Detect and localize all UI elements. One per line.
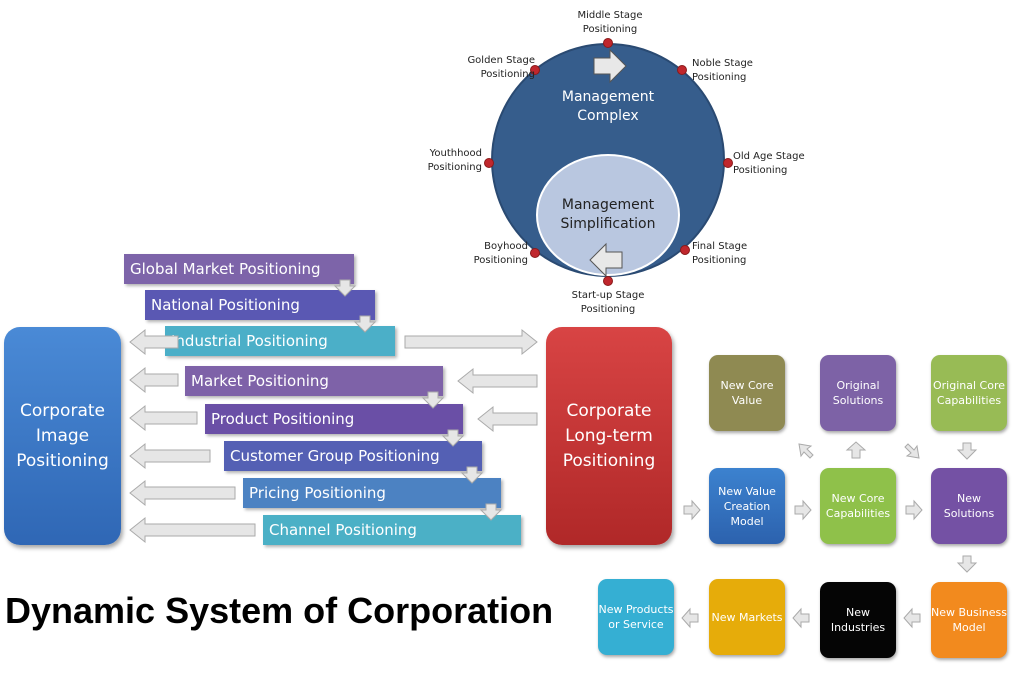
down-arrow-icon — [956, 555, 978, 573]
stage-dot — [484, 158, 494, 168]
bar-market: Market Positioning — [185, 366, 443, 396]
left-arrow-icon — [129, 328, 179, 356]
left-arrow-icon — [681, 607, 699, 629]
left-arrow-icon — [129, 404, 198, 432]
stage-label: Old Age Stage Positioning — [733, 151, 805, 176]
right-arrow-icon — [404, 328, 538, 356]
left-arrow-icon — [903, 607, 921, 629]
down-arrow-icon — [956, 442, 978, 460]
box-new-business-model: New Business Model — [931, 582, 1007, 658]
stage-label: Final Stage Positioning — [692, 241, 748, 266]
down-arrow-icon — [460, 466, 484, 484]
up-left-arrow-icon — [798, 443, 814, 459]
box-new-core-capabilities: New Core Capabilities — [820, 468, 896, 544]
box-new-core-value: New Core Value — [709, 355, 785, 431]
box-new-markets: New Markets — [709, 579, 785, 655]
page-title: Dynamic System of Corporation — [5, 590, 554, 631]
bar-global: Global Market Positioning — [124, 254, 354, 284]
down-arrow-icon — [353, 315, 377, 333]
stage-label: Youthhood Positioning — [427, 148, 482, 173]
stage-dot — [530, 248, 540, 258]
bar-national: National Positioning — [145, 290, 375, 320]
down-right-arrow-icon — [904, 443, 920, 459]
up-arrow-icon — [845, 441, 867, 459]
stage-dot — [677, 65, 687, 75]
bar-industrial: Industrial Positioning — [165, 326, 395, 356]
corporate-image-box: Corporate Image Positioning — [4, 327, 121, 545]
corporate-longterm-box: Corporate Long-term Positioning — [546, 327, 672, 545]
stage-label: Start-up Stage Positioning — [571, 290, 645, 315]
bar-pricing: Pricing Positioning — [243, 478, 501, 508]
stage-dot — [680, 245, 690, 255]
down-arrow-icon — [441, 429, 465, 447]
down-arrow-icon — [333, 279, 357, 297]
stage-label: Golden Stage Positioning — [467, 55, 535, 80]
bar-customer-group: Customer Group Positioning — [224, 441, 482, 471]
stage-dot — [603, 276, 613, 286]
stage-dot — [603, 38, 613, 48]
stage-dot — [530, 65, 540, 75]
left-arrow-icon — [589, 242, 623, 278]
left-arrow-icon — [129, 442, 211, 470]
left-arrow-icon — [129, 479, 236, 507]
left-arrow-icon — [129, 516, 256, 544]
left-arrow-icon — [477, 405, 538, 433]
box-new-value-creation-model: New Value Creation Model — [709, 468, 785, 544]
stage-label: Middle Stage Positioning — [577, 10, 643, 35]
stage-label: Boyhood Positioning — [473, 241, 528, 266]
left-arrow-icon — [457, 367, 538, 395]
left-arrow-icon — [792, 607, 810, 629]
right-arrow-icon — [593, 48, 627, 84]
box-original-solutions: Original Solutions — [820, 355, 896, 431]
right-arrow-icon — [683, 499, 701, 521]
stage-label: Noble Stage Positioning — [692, 58, 753, 83]
bar-channel: Channel Positioning — [263, 515, 521, 545]
box-new-industries: New Industries — [820, 582, 896, 658]
right-arrow-icon — [905, 499, 923, 521]
outer-label: Management Complex — [561, 89, 655, 124]
down-arrow-icon — [421, 391, 445, 409]
right-arrow-icon — [794, 499, 812, 521]
box-new-products-or-service: New Products or Service — [598, 579, 674, 655]
inner-label: Management Simplification — [560, 197, 656, 232]
down-arrow-icon — [479, 503, 503, 521]
stage-dot — [723, 158, 733, 168]
box-new-solutions: New Solutions — [931, 468, 1007, 544]
left-arrow-icon — [129, 366, 179, 394]
box-original-core-capabilities: Original Core Capabilities — [931, 355, 1007, 431]
bar-product: Product Positioning — [205, 404, 463, 434]
